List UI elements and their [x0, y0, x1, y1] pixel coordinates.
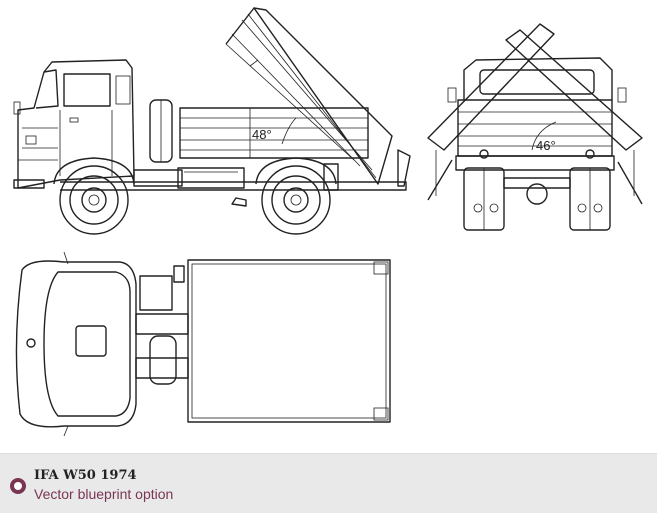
side-view: 48°	[13, 7, 411, 235]
option-radio-icon[interactable]	[10, 478, 26, 494]
rear-tilt-angle-label: 46°	[536, 138, 556, 153]
caption-subtitle-link[interactable]: Vector blueprint option	[34, 486, 174, 502]
rear-wheel	[261, 165, 331, 235]
caption-bar: IFA W50 1974 Vector blueprint option	[0, 453, 657, 513]
caption-title: IFA W50 1974	[34, 468, 137, 483]
truck-blueprint-drawing: 48°	[13, 7, 643, 437]
front-wheel	[59, 165, 129, 235]
side-tilt-angle-label: 48°	[252, 127, 272, 142]
top-view	[15, 251, 391, 437]
rear-view: 46°	[427, 23, 643, 231]
